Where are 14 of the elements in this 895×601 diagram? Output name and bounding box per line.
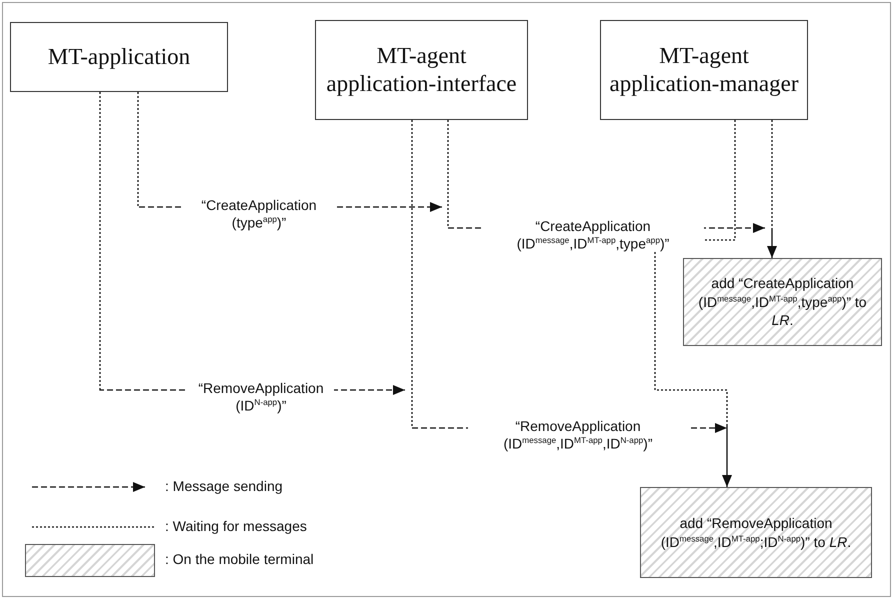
edge-label: “CreateApplication (type$^{app}$)” (181, 197, 337, 232)
participant-box: MT-agent application-manager (600, 20, 808, 120)
message-arrow (767, 120, 777, 258)
participant-box: MT-application (10, 22, 228, 92)
legend-text: : Waiting for messages (165, 518, 307, 534)
edge-label: “RemoveApplication (ID$^{N-app}$)” (188, 380, 334, 414)
legend-text: : Message sending (165, 478, 283, 494)
participant-box: MT-agent application-interface (315, 20, 528, 120)
process-box: add “CreateApplication (ID$^{message}$,ID$^{MT-app}$,type$^{app}$)” to LR. (683, 258, 882, 346)
message-arrow (654, 120, 736, 487)
legend-text: : On the mobile terminal (165, 551, 314, 567)
process-box: add “RemoveApplication (ID$^{message}$,ID$^{MT-app}$;ID$^{N-app}$)” to LR. (640, 487, 872, 578)
edge-label: “CreateApplication (ID$^{message}$,ID$^{MT-app}$,type$^{app}$)” (482, 218, 704, 252)
edge-label: “RemoveApplication (ID$^{message}$,ID$^{MT-app}$,ID$^{N-app}$)” (468, 418, 688, 452)
